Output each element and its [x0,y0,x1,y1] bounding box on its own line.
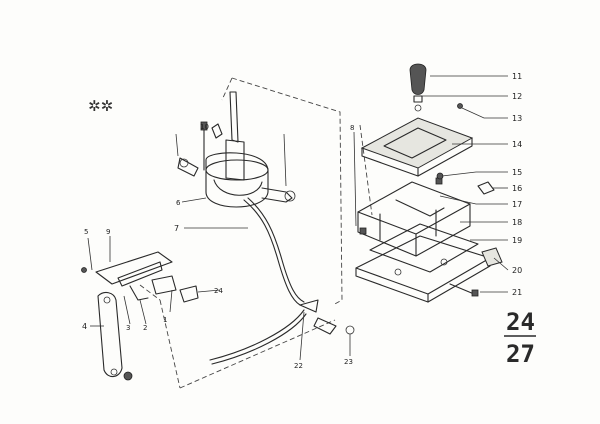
callout-leaders [87,75,509,361]
group-number: 24 27 [504,308,536,368]
callout-10: 10 [200,123,209,131]
callout-22: 22 [294,362,303,370]
shift-gate-plate [360,117,474,177]
group-number-top: 24 [506,308,535,336]
lower-lever-assembly [81,251,199,381]
callout-13: 13 [512,114,522,123]
assembly-boundary [139,77,373,389]
callout-21: 21 [512,288,522,297]
callout-19: 19 [512,236,522,245]
base-plate [355,223,491,303]
callout-8: 8 [350,124,354,132]
callout-4: 4 [82,322,87,331]
callout-17: 17 [512,200,522,209]
star-markers: ✲✲ [88,97,113,115]
callout-14: 14 [512,140,522,149]
callout-labels: 1 2 3 4 5 6 7 8 9 10 11 12 13 14 15 16 1… [82,72,522,370]
callout-5: 5 [84,228,88,236]
callout-18: 18 [512,218,522,227]
shift-cable [209,197,355,365]
callout-24: 24 [214,287,223,295]
callout-16: 16 [512,184,522,193]
callout-1: 1 [163,316,167,324]
callout-23: 23 [344,358,353,366]
callout-9: 9 [106,228,110,236]
callout-6: 6 [176,199,181,207]
callout-3: 3 [126,324,130,332]
bracket-housing [357,177,471,257]
group-number-bottom: 27 [506,340,535,368]
fasteners [436,103,503,297]
gear-knob [409,63,427,112]
shift-lever-housing [177,91,296,208]
callout-7: 7 [174,224,179,233]
callout-20: 20 [512,266,522,275]
callout-11: 11 [512,72,522,81]
callout-2: 2 [143,324,147,332]
callout-15: 15 [512,168,522,177]
callout-12: 12 [512,92,522,101]
